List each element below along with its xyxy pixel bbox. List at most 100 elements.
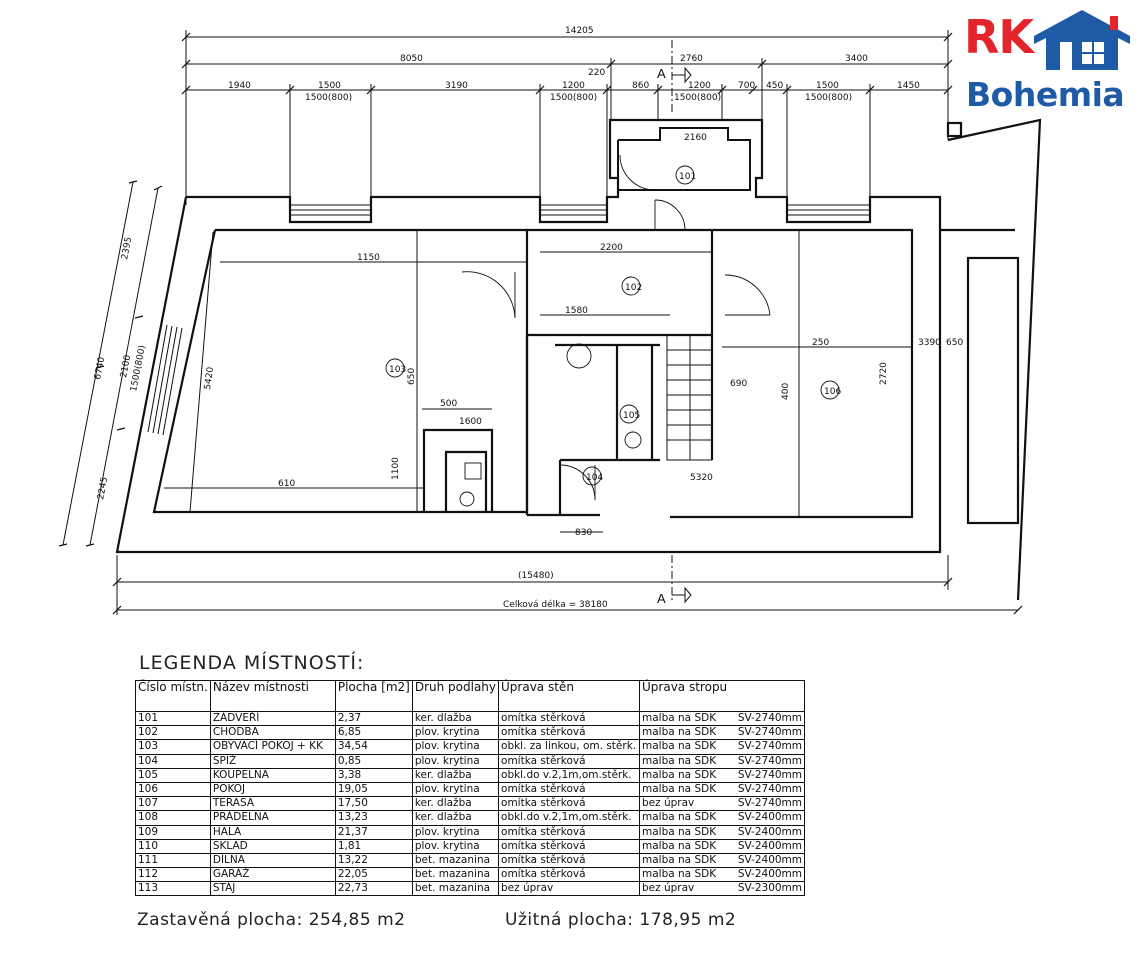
dim-left-2: 6740 bbox=[93, 356, 107, 381]
cell-name: OBÝVACÍ POKOJ + KK bbox=[209, 739, 336, 755]
cell-walls: omítka stěrková bbox=[498, 796, 641, 812]
cell-area: 3,38 bbox=[334, 767, 413, 783]
cell-area: 13,23 bbox=[334, 810, 413, 826]
cell-floor: plov. krytina bbox=[411, 725, 500, 741]
dim-1580: 1580 bbox=[565, 306, 588, 316]
header-podlahy: Druh podlahy bbox=[411, 680, 500, 712]
cell-name: SPÍŽ bbox=[209, 753, 336, 769]
cell-floor: plov. krytina bbox=[411, 824, 500, 840]
cell-walls: obkl.do v.2,1m,om.stěrk. bbox=[498, 810, 641, 826]
room-102: 102 bbox=[625, 283, 642, 293]
cell-ceiling-finish: malba na SDK bbox=[642, 740, 717, 753]
dim-right-part: 3400 bbox=[845, 54, 868, 64]
cell-name: ZÁDVEŘÍ bbox=[209, 710, 336, 727]
cell-ceiling-height: SV-2400mm bbox=[737, 868, 803, 881]
cell-area: 21,37 bbox=[334, 824, 413, 840]
cell-name: DÍLNA bbox=[209, 852, 336, 869]
cell-ceiling-finish: malba na SDK bbox=[642, 853, 717, 866]
cell-area: 0,85 bbox=[334, 753, 413, 769]
dim-left-6: 5420 bbox=[203, 366, 216, 390]
dim-2200: 2200 bbox=[600, 243, 623, 253]
dim-4925: 610 bbox=[278, 479, 295, 489]
room-103: 103 bbox=[389, 365, 406, 375]
dim-top-11: 700 bbox=[738, 81, 755, 91]
dim-250: 690 bbox=[730, 379, 747, 389]
cell-ceiling-finish: malba na SDK bbox=[642, 868, 717, 881]
cell-ceiling-finish: malba na SDK bbox=[642, 825, 717, 838]
table-header-row: Číslo místn. Název místnosti Plocha [m2]… bbox=[135, 680, 806, 712]
cell-walls: obkl.do v.2,1m,om.stěrk. bbox=[498, 767, 641, 783]
cell-area: 2,37 bbox=[334, 710, 413, 727]
cell-walls: omítka stěrková bbox=[498, 867, 641, 883]
cell-name: POKOJ bbox=[209, 781, 336, 798]
dim-top-7: 220 bbox=[588, 68, 605, 78]
dim-total-width: 14205 bbox=[565, 26, 594, 36]
cell-area: 22,73 bbox=[334, 881, 413, 897]
cell-area: 19,05 bbox=[334, 781, 413, 798]
cell-floor: ker. dlažba bbox=[411, 767, 500, 783]
legend-title: LEGENDA MÍSTNOSTÍ: bbox=[139, 652, 365, 674]
dim-3390: 250 bbox=[812, 338, 829, 348]
cell-ceiling-finish: malba na SDK bbox=[642, 839, 717, 852]
room-106: 106 bbox=[824, 387, 841, 397]
cell-number: 105 bbox=[135, 767, 211, 783]
cell-number: 104 bbox=[135, 753, 211, 769]
cell-walls: bez úprav bbox=[498, 881, 641, 897]
cell-name: HALA bbox=[209, 824, 336, 840]
cell-area: 22,05 bbox=[334, 867, 413, 883]
cell-name: KOUPELNA bbox=[209, 767, 336, 783]
dim-top-2: 1500 bbox=[318, 81, 341, 91]
dim-mid-part: 2760 bbox=[680, 54, 703, 64]
cell-ceiling: malba na SDK SV-2740mm bbox=[639, 781, 806, 798]
cell-walls: omítka stěrková bbox=[498, 852, 641, 869]
cell-area: 34,54 bbox=[334, 739, 413, 755]
cell-ceiling-height: SV-2740mm bbox=[737, 726, 803, 739]
cell-ceiling-finish: malba na SDK bbox=[642, 712, 717, 725]
dim-length-note: Celková délka = 38180 bbox=[503, 599, 608, 610]
dim-650-right: 3390 bbox=[918, 338, 941, 348]
house-icon bbox=[1034, 10, 1130, 70]
dim-left-1: 2395 bbox=[120, 236, 134, 260]
section-marker-bottom: A bbox=[657, 591, 666, 606]
cell-floor: plov. krytina bbox=[411, 781, 500, 798]
cell-floor: ker. dlažba bbox=[411, 710, 500, 727]
header-nazev: Název místnosti bbox=[209, 680, 336, 712]
cell-floor: bet. mazanina bbox=[411, 867, 500, 883]
logo-bohemia-text: Bohemia bbox=[966, 75, 1125, 114]
header-cislo: Číslo místn. bbox=[135, 680, 211, 712]
dim-top-12: 450 bbox=[766, 81, 783, 91]
dim-left-part: 8050 bbox=[400, 54, 423, 64]
cell-walls: omítka stěrková bbox=[498, 838, 641, 854]
cell-number: 103 bbox=[135, 739, 211, 755]
dim-top-4: 3190 bbox=[445, 81, 468, 91]
dim-top-10: 1500(800) bbox=[674, 93, 721, 103]
dim-1600: 1100 bbox=[391, 457, 401, 480]
cell-floor: plov. krytina bbox=[411, 739, 500, 755]
room-105: 105 bbox=[623, 411, 640, 421]
cell-ceiling-height: SV-2400mm bbox=[737, 811, 803, 824]
room-101: 101 bbox=[679, 172, 696, 182]
dim-left-5: 2245 bbox=[96, 476, 110, 500]
cell-number: 111 bbox=[135, 852, 211, 869]
cell-ceiling-height: SV-2300mm bbox=[737, 882, 803, 895]
dim-2720: 400 bbox=[781, 383, 791, 400]
cell-ceiling-height: SV-2740mm bbox=[737, 783, 803, 796]
cell-ceiling-finish: malba na SDK bbox=[642, 783, 717, 796]
cell-floor: ker. dlažba bbox=[411, 796, 500, 812]
dim-top-14: 1500(800) bbox=[805, 93, 852, 103]
dim-650-kitchen: 1600 bbox=[459, 417, 482, 427]
built-area: Zastavěná plocha: 254,85 m2 bbox=[137, 910, 406, 930]
